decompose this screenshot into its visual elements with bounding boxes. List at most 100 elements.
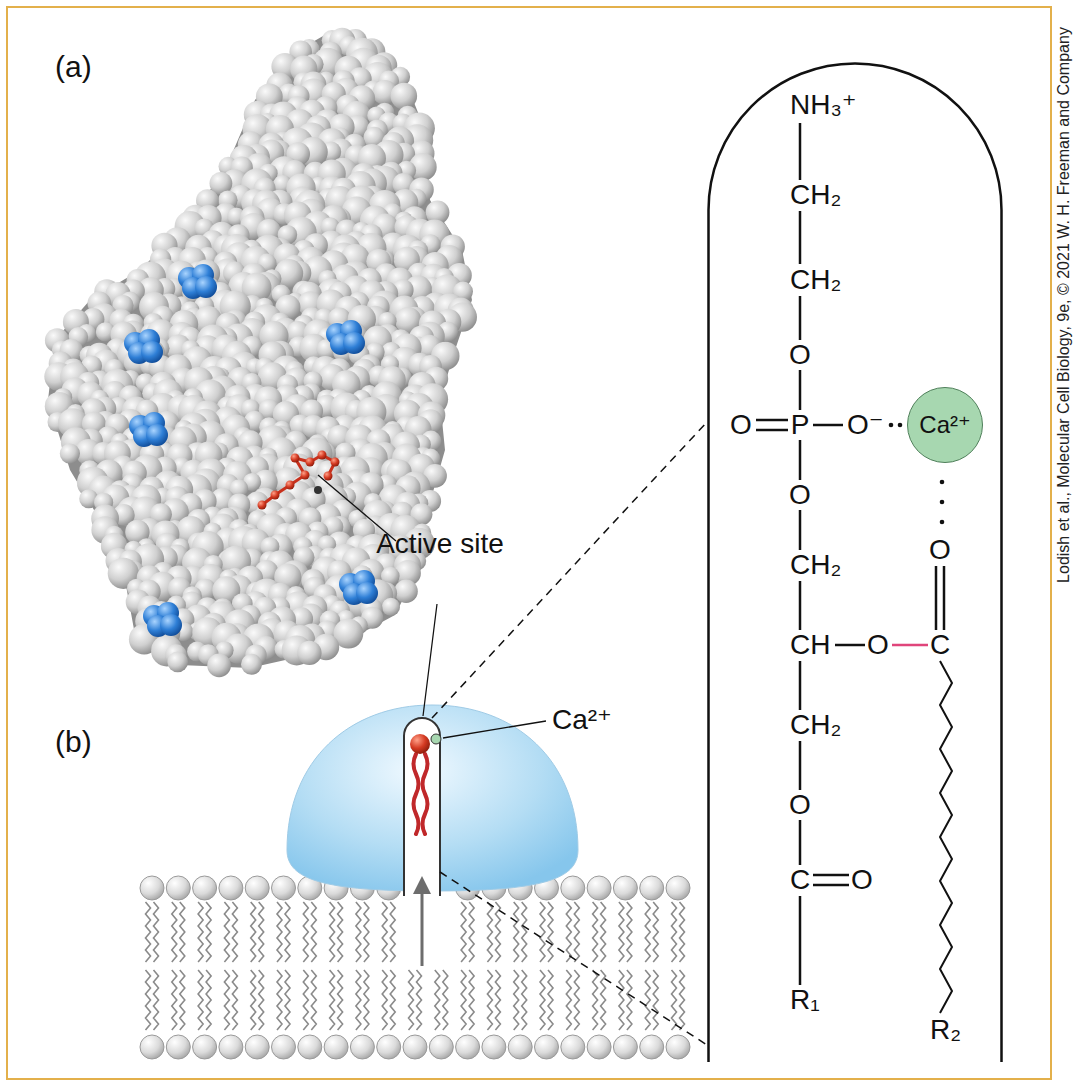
lipid-tail [285, 902, 290, 962]
lipid-tail [522, 902, 527, 962]
lipid-tail [461, 970, 466, 1030]
lipid-head [193, 1035, 217, 1059]
lipid-head [613, 876, 637, 900]
lipid-tail [653, 970, 658, 1030]
atom-label: NH₃⁺ [790, 91, 857, 119]
lipid-tail [417, 970, 422, 1030]
panel-label: (b) [55, 727, 92, 757]
lipid-tail [198, 902, 203, 962]
lipid-tail [338, 902, 343, 962]
structure-callout: NH₃⁺CH₂CH₂OOPO⁻OOCH₂CHOCCH₂OCOR₁R₂Ca²⁺ [707, 62, 1003, 1062]
lipid-head [245, 876, 269, 900]
bond [943, 566, 946, 630]
atom-label: O [867, 631, 889, 659]
lipid-head [456, 1035, 480, 1059]
surface-atom [382, 598, 400, 616]
lipid-head [324, 1035, 348, 1059]
lipid-head [193, 876, 217, 900]
lipid-tail [627, 970, 632, 1030]
atom-label: O [789, 791, 811, 819]
substrate-atom [301, 471, 310, 480]
dot [940, 500, 945, 505]
lipid-tail [338, 970, 343, 1030]
atom-label: O [851, 866, 873, 894]
lipid-head [350, 1035, 374, 1059]
lipid-head [219, 1035, 243, 1059]
lipid-head [587, 1035, 611, 1059]
arrow-shaft [421, 892, 424, 966]
lipid-head [666, 876, 690, 900]
lipid-head [298, 1035, 322, 1059]
substrate-atom [271, 491, 280, 500]
dot [940, 480, 945, 485]
ion-label: Ca²⁺ [552, 706, 612, 734]
calcium-dot [431, 734, 441, 744]
substrate-atom [314, 486, 322, 494]
lipid-tail [443, 970, 448, 1030]
lipid-tail [277, 902, 282, 962]
lipid-tail [672, 902, 677, 962]
lipid-tail [461, 902, 466, 962]
lipid-tail [619, 970, 624, 1030]
atom-label: CH₂ [790, 181, 841, 209]
bond [756, 419, 788, 422]
active-site-channel [404, 718, 440, 896]
atom-label: P [791, 411, 810, 439]
protein-surface [44, 28, 477, 677]
lipid-tail [180, 902, 185, 962]
lipid-tail [627, 902, 632, 962]
surface-atom [60, 444, 80, 464]
atom-label: O [789, 481, 811, 509]
lipid-tail [206, 970, 211, 1030]
lipid-tail [566, 902, 571, 962]
cleaved-bond [892, 644, 928, 647]
bond [799, 370, 802, 410]
callout-border [709, 63, 1002, 1062]
dot [898, 423, 903, 428]
atom-label: CH [790, 631, 830, 659]
lipid-tail [172, 902, 177, 962]
substrate-atom [318, 451, 327, 460]
dot [889, 423, 894, 428]
lipid-tail [680, 970, 685, 1030]
bond [799, 661, 802, 710]
bond [799, 741, 802, 790]
lipid-head [587, 876, 611, 900]
lipid-tail [330, 970, 335, 1030]
lipid-tail [593, 902, 598, 962]
atom-label: C [930, 631, 950, 659]
lipid-tail [356, 970, 361, 1030]
surface-atom [167, 652, 188, 673]
lipid-tail [224, 970, 229, 1030]
atom-label: O [929, 536, 951, 564]
lipid-tail [540, 970, 545, 1030]
dashed-leader [432, 422, 707, 718]
surface-atom [241, 654, 262, 675]
lipid-tail [277, 970, 282, 1030]
callout-label: Active site [375, 528, 505, 560]
lipid-head [272, 1035, 296, 1059]
lipid-head [403, 1035, 427, 1059]
basic-residue [195, 276, 217, 298]
surface-atom [207, 654, 231, 678]
lipid-tail [259, 970, 264, 1030]
lipid-head [613, 1035, 637, 1059]
lipid-tail [469, 902, 474, 962]
dashed-leader [440, 872, 707, 1045]
ion-text: Ca²⁺ [919, 413, 970, 437]
lipid-head [272, 876, 296, 900]
atom-label: CH₂ [790, 711, 841, 739]
bond [813, 424, 843, 427]
protein-core [48, 32, 472, 668]
lipid-tail [172, 970, 177, 1030]
atom-label: CH₂ [790, 266, 841, 294]
lipid-tail [680, 902, 685, 962]
bond [813, 874, 849, 877]
bond [799, 123, 802, 180]
basic-residue [356, 582, 378, 604]
lipid-tail [364, 902, 369, 962]
lipid-tail [251, 970, 256, 1030]
dot [940, 520, 945, 525]
